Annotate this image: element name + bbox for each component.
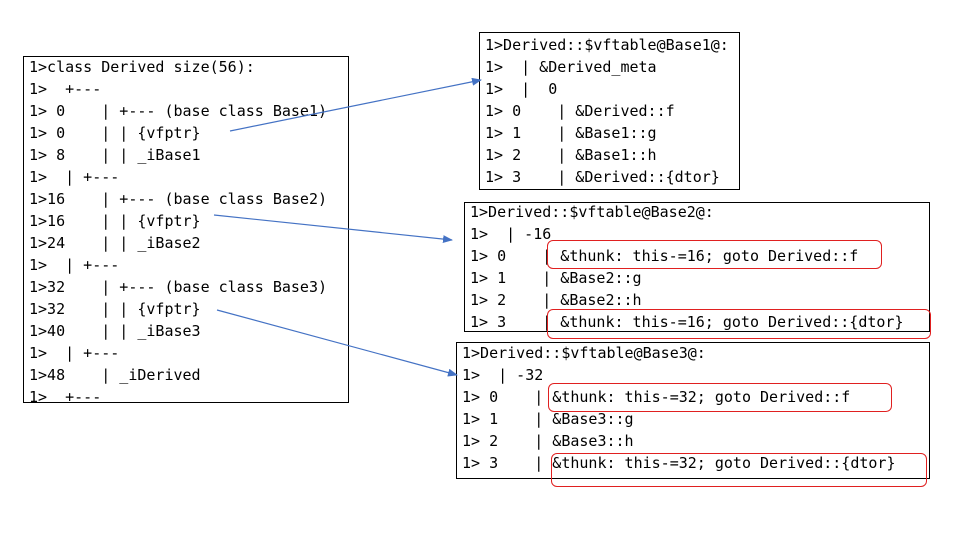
vftable-line: 1> | -16 xyxy=(470,225,552,243)
vftable-line: 1>Derived::$vftable@Base3@: xyxy=(462,344,706,362)
vftable-line: 1> 0 | &thunk: this-=32; goto Derived::f xyxy=(462,388,851,406)
layout-line: 1> | +--- xyxy=(29,168,120,186)
layout-line: 1>40 | | _iBase3 xyxy=(29,322,201,340)
vftable-line: 1> 1 | &Base1::g xyxy=(485,124,657,142)
vftable-line: 1> | &Derived_meta xyxy=(485,58,657,76)
layout-line: 1> +--- xyxy=(29,80,102,98)
class-layout-box: 1>class Derived size(56): 1> +--- 1> 0 |… xyxy=(23,56,349,406)
vftable-base2-box: 1>Derived::$vftable@Base2@: 1> | -16 1> … xyxy=(464,202,930,332)
vftable-line: 1> | 0 xyxy=(485,80,558,98)
layout-line: 1> 8 | | _iBase1 xyxy=(29,146,201,164)
vftable-line: 1> 1 | &Base3::g xyxy=(462,410,634,428)
layout-line: 1> | +--- xyxy=(29,256,120,274)
layout-line: 1>16 | +--- (base class Base2) xyxy=(29,190,328,208)
layout-line: 1>48 | _iDerived xyxy=(29,366,201,384)
thunk-highlight xyxy=(547,309,931,339)
vftable-line: 1> 1 | &Base2::g xyxy=(470,269,642,287)
thunk-highlight xyxy=(548,383,892,412)
vftable-line: 1> 3 | &thunk: this-=32; goto Derived::{… xyxy=(462,454,896,472)
vftable-base1-box: 1>Derived::$vftable@Base1@: 1> | &Derive… xyxy=(479,32,740,190)
vftable-line: 1> | -32 xyxy=(462,366,544,384)
vftable-line: 1> 2 | &Base2::h xyxy=(470,291,642,309)
thunk-highlight xyxy=(551,453,927,487)
layout-line: 1> +--- xyxy=(29,388,102,406)
layout-line: 1>24 | | _iBase2 xyxy=(29,234,201,252)
layout-line: 1>32 | +--- (base class Base3) xyxy=(29,278,328,296)
vftable-line: 1> 0 | &thunk: this-=16; goto Derived::f xyxy=(470,247,859,265)
layout-line: 1> | +--- xyxy=(29,344,120,362)
vftable-line: 1> 3 | &Derived::{dtor} xyxy=(485,168,720,186)
vftable-line: 1> 3 | &thunk: this-=16; goto Derived::{… xyxy=(470,313,904,331)
vftable-line: 1> 2 | &Base3::h xyxy=(462,432,634,450)
layout-line: 1>class Derived size(56): xyxy=(29,58,255,76)
vftable-line: 1> 2 | &Base1::h xyxy=(485,146,657,164)
vftable-line: 1> 0 | &Derived::f xyxy=(485,102,675,120)
thunk-highlight xyxy=(547,240,882,269)
vftable-line: 1>Derived::$vftable@Base2@: xyxy=(470,203,714,221)
layout-line: 1> 0 | | {vfptr} xyxy=(29,124,201,142)
layout-line: 1>32 | | {vfptr} xyxy=(29,300,201,318)
layout-line: 1>16 | | {vfptr} xyxy=(29,212,201,230)
vftable-line: 1>Derived::$vftable@Base1@: xyxy=(485,36,729,54)
layout-line: 1> 0 | +--- (base class Base1) xyxy=(29,102,328,120)
vftable-base3-box: 1>Derived::$vftable@Base3@: 1> | -32 1> … xyxy=(456,342,930,479)
